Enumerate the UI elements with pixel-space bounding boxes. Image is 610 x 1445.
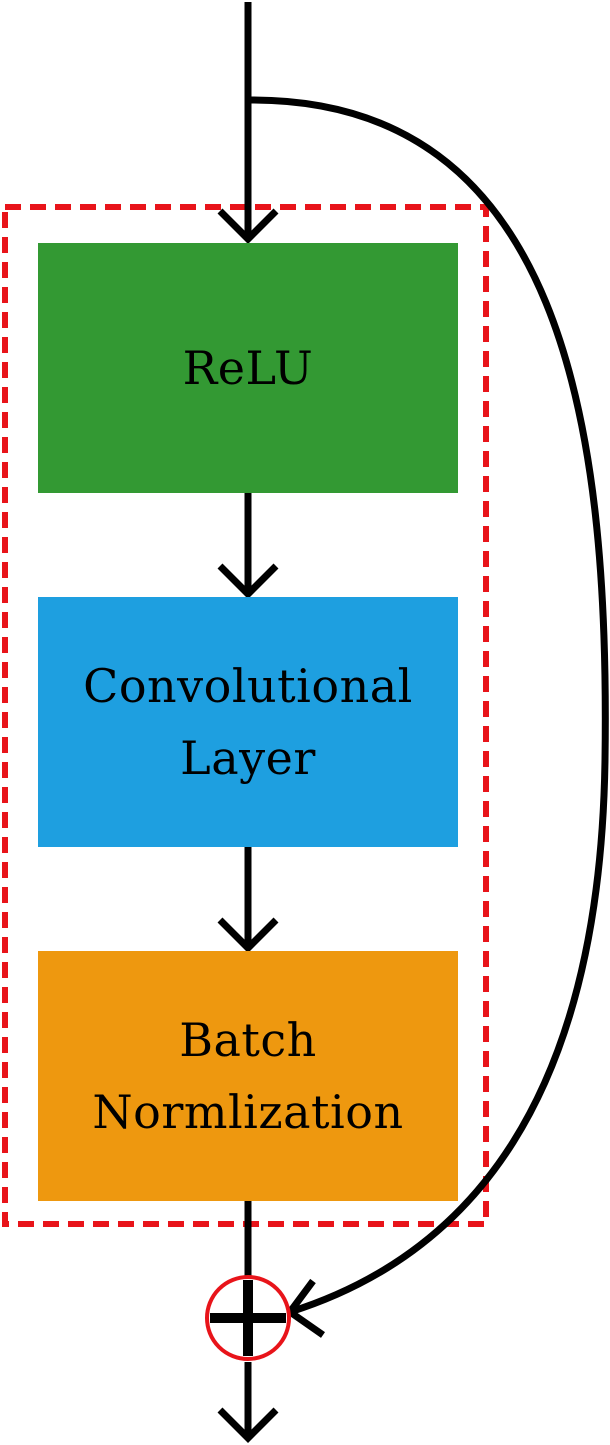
relu-label: ReLU xyxy=(182,341,314,395)
batch-normalization-block: Batch Normlization xyxy=(38,951,458,1201)
skip-connection-curve xyxy=(248,96,609,1316)
bn-label-line1: Batch xyxy=(179,1013,317,1067)
output-arrowhead xyxy=(217,1407,279,1443)
convolutional-layer-block: Convolutional Layer xyxy=(38,597,458,847)
arrowhead-into-conv xyxy=(217,563,279,599)
relu-block: ReLU xyxy=(38,243,458,493)
plus-in-circle-icon xyxy=(205,1275,291,1361)
bn-label-line2: Normlization xyxy=(92,1085,404,1139)
conv-label-line2: Layer xyxy=(180,731,316,785)
arrowhead-into-bn xyxy=(217,917,279,953)
arrowhead-into-relu xyxy=(217,208,279,244)
conv-label-line1: Convolutional xyxy=(83,659,413,713)
